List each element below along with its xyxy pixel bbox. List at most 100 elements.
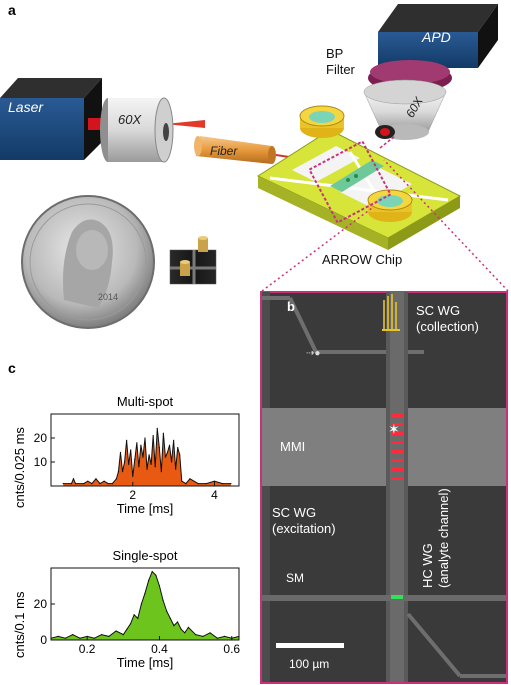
single-spot-data-point bbox=[93, 637, 95, 639]
single-spot-data-point bbox=[158, 585, 161, 587]
sc-wg-collection-label-2: (collection) bbox=[416, 319, 479, 334]
single-spot-data-point bbox=[169, 617, 171, 620]
multi-spot-data-point bbox=[142, 456, 144, 458]
multi-spot-data-point bbox=[128, 463, 130, 465]
panel-a-letter: a bbox=[8, 2, 16, 18]
multi-spot-series-line bbox=[63, 428, 231, 485]
single-spot-data-point bbox=[216, 637, 218, 639]
multi-spot-data-point bbox=[140, 444, 142, 446]
multi-spot-data-point bbox=[205, 483, 207, 485]
single-spot-data-point bbox=[108, 635, 110, 638]
sc-wg-collection-label-1: SC WG bbox=[416, 303, 460, 318]
multi-spot-data-point bbox=[70, 483, 73, 485]
single-spot-data-point bbox=[155, 574, 157, 576]
single-spot-data-point bbox=[148, 580, 150, 582]
single-spot-data-point bbox=[223, 635, 226, 638]
multi-spot-data-point bbox=[230, 483, 232, 485]
arrow-chip bbox=[256, 105, 462, 250]
multi-spot-data-point bbox=[87, 480, 89, 482]
multi-spot-data-point bbox=[138, 466, 140, 468]
multi-spot-data-point bbox=[72, 478, 75, 480]
multi-spot-title: Multi-spot bbox=[117, 394, 174, 409]
multi-spot-x-tick-label: 2 bbox=[129, 488, 136, 502]
single-spot-data-point bbox=[202, 635, 204, 638]
multi-spot-data-point bbox=[213, 480, 216, 482]
multi-spot-data-point bbox=[123, 461, 126, 463]
single-spot-data-point bbox=[195, 634, 197, 636]
multi-spot-data-point bbox=[177, 447, 179, 449]
multi-spot-data-point bbox=[173, 439, 175, 441]
single-spot-data-point bbox=[140, 603, 142, 605]
single-spot-data-point bbox=[176, 621, 179, 623]
multi-spot-data-point bbox=[150, 463, 152, 465]
panel-b-letter: b bbox=[287, 299, 295, 314]
single-spot-data-point bbox=[115, 630, 117, 632]
single-spot-y-tick-label: 0 bbox=[40, 633, 47, 647]
multi-spot-data-point bbox=[181, 480, 183, 482]
multi-spot-area-fill bbox=[63, 428, 231, 486]
multi-spot-data-point bbox=[103, 480, 105, 482]
single-spot-data-point bbox=[173, 625, 175, 627]
multi-spot-data-point bbox=[185, 483, 187, 485]
nickel-coin: 2014 bbox=[21, 195, 155, 329]
single-spot-data-point bbox=[144, 592, 146, 594]
sm-label: SM bbox=[286, 571, 304, 585]
single-spot-data-point bbox=[151, 571, 153, 573]
multi-spot-data-point bbox=[197, 483, 199, 485]
single-spot-data-point bbox=[126, 628, 128, 630]
scale-bar-label: 100 µm bbox=[289, 657, 329, 671]
multi-spot-data-point bbox=[136, 442, 138, 444]
single-spot-data-point bbox=[184, 632, 186, 634]
multi-spot-data-point bbox=[62, 483, 64, 485]
multi-spot-data-point bbox=[160, 471, 162, 473]
multi-spot-data-point bbox=[158, 447, 160, 449]
single-spot-data-point bbox=[166, 610, 168, 612]
single-spot-data-point bbox=[64, 637, 67, 639]
multi-spot-data-point bbox=[121, 471, 124, 473]
multi-spot-data-point bbox=[132, 475, 134, 477]
single-spot-data-point bbox=[101, 634, 103, 636]
multi-spot-data-point bbox=[175, 468, 177, 470]
bp-filter-label-1: BP bbox=[326, 46, 343, 61]
single-spot-title: Single-spot bbox=[112, 548, 177, 563]
multi-spot-data-point bbox=[222, 483, 224, 485]
particle-arrow: ⇢● bbox=[306, 348, 320, 359]
single-spot-area-fill bbox=[51, 571, 239, 640]
single-spot-data-point bbox=[129, 623, 132, 625]
multi-spot-data-point bbox=[168, 444, 171, 446]
multi-spot-data-point bbox=[179, 454, 181, 456]
laser-box: Laser bbox=[0, 78, 102, 160]
single-spot-x-tick-label: 0.4 bbox=[151, 642, 168, 656]
single-spot-x-tick-label: 0.6 bbox=[223, 642, 240, 656]
multi-spot-data-point bbox=[148, 454, 150, 456]
single-spot-data-point bbox=[79, 637, 81, 639]
single-spot-data-point bbox=[122, 634, 124, 636]
single-spot-data-point bbox=[57, 635, 59, 638]
objective-left-label: 60X bbox=[118, 112, 142, 127]
multi-spot-data-point bbox=[146, 468, 148, 470]
multi-spot-plot-frame bbox=[50, 413, 240, 487]
single-spot-data-point bbox=[209, 632, 211, 634]
multi-spot-data-point bbox=[117, 471, 120, 473]
objective-left: 60X bbox=[100, 97, 174, 163]
single-spot-data-point bbox=[72, 634, 74, 636]
multi-spot-data-point bbox=[119, 451, 122, 453]
sc-wg-excitation-label-1: SC WG bbox=[272, 505, 316, 520]
single-spot-data-point bbox=[133, 614, 135, 616]
multi-spot-data-point bbox=[107, 483, 109, 485]
fiber-label: Fiber bbox=[210, 144, 238, 158]
multi-spot-data-point bbox=[166, 451, 169, 453]
mmi-label: MMI bbox=[280, 439, 305, 454]
multi-spot-y-tick-label: 20 bbox=[34, 431, 48, 445]
panel-c-letter: c bbox=[8, 360, 16, 376]
multi-spot-data-point bbox=[91, 483, 93, 485]
sc-wg-excitation-label-2: (excitation) bbox=[272, 521, 336, 536]
multi-spot-data-point bbox=[83, 483, 85, 485]
multi-spot-data-point bbox=[130, 449, 132, 451]
micrograph-panel: ✶ ⇢● bbox=[260, 291, 508, 684]
multi-spot-data-point bbox=[154, 466, 156, 468]
multi-spot-data-point bbox=[164, 456, 167, 458]
